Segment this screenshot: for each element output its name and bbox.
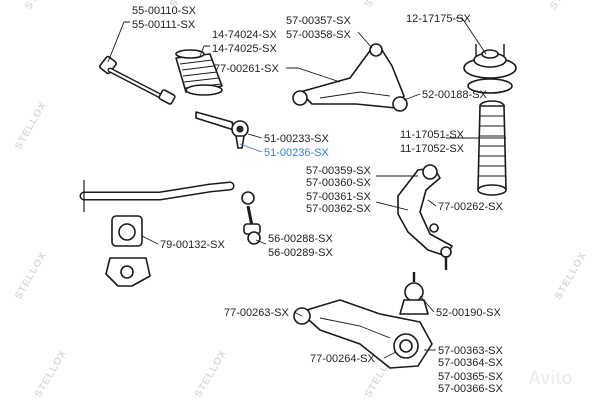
watermark-brand-3: STELLOX xyxy=(363,0,399,10)
label-57-00357: 57-00357-SX xyxy=(286,15,351,27)
label-11-17051: 11-17051-SX xyxy=(400,129,465,141)
watermark-brand-6: STELLOX xyxy=(13,250,49,302)
label-57-00364: 57-00364-SX xyxy=(438,357,503,369)
label-52-00190: 52-00190-SX xyxy=(436,307,501,319)
rack-boot xyxy=(175,49,223,96)
label-14-74024: 14-74024-SX xyxy=(212,29,277,41)
label-57-00362: 57-00362-SX xyxy=(306,203,371,215)
watermark-brand-5: STELLOX xyxy=(13,100,49,152)
label-55-00110: 55-00110-SX xyxy=(132,5,197,17)
label-12-17175: 12-17175-SX xyxy=(406,13,471,25)
label-57-00360: 57-00360-SX xyxy=(306,177,371,189)
label-57-00365: 57-00365-SX xyxy=(438,371,503,383)
stabilizer-link xyxy=(241,191,261,245)
watermark-brand-1: STELLOX xyxy=(23,0,59,12)
label-57-00361: 57-00361-SX xyxy=(306,191,371,203)
strut-mount xyxy=(463,44,517,94)
watermark-brand-9: STELLOX xyxy=(193,348,229,400)
stabilizer-bushing xyxy=(105,215,151,287)
label-14-74025: 14-74025-SX xyxy=(212,43,277,55)
label-57-00366: 57-00366-SX xyxy=(438,383,503,395)
label-77-00261: 77-00261-SX xyxy=(214,63,279,75)
upper-control-arm xyxy=(292,43,408,112)
dust-boot xyxy=(477,100,507,196)
lower-ball-joint xyxy=(399,272,429,315)
watermark-brand-4: STELLOX xyxy=(548,0,584,12)
label-56-00288: 56-00288-SX xyxy=(268,233,333,245)
knuckle-arm xyxy=(397,164,453,270)
tie-rod-end xyxy=(195,111,249,149)
label-52-00188: 52-00188-SX xyxy=(422,89,487,101)
watermark-brand-7: STELLOX xyxy=(553,250,589,302)
label-56-00289: 56-00289-SX xyxy=(268,247,333,259)
label-51-00233: 51-00233-SX xyxy=(264,133,329,145)
stabilizer-bar xyxy=(79,180,235,212)
watermark-site: Avito xyxy=(528,368,572,388)
inner-tie-rod xyxy=(98,55,176,105)
label-77-00264: 77-00264-SX xyxy=(310,353,375,365)
label-57-00358: 57-00358-SX xyxy=(286,29,351,41)
label-57-00359: 57-00359-SX xyxy=(306,165,371,177)
lower-control-arm xyxy=(293,299,433,369)
label-77-00262: 77-00262-SX xyxy=(438,201,503,213)
label-57-00363: 57-00363-SX xyxy=(438,345,503,357)
label-77-00263: 77-00263-SX xyxy=(224,307,289,319)
label-51-00236: 51-00236-SX xyxy=(264,147,329,159)
leader-lines xyxy=(107,17,506,359)
label-79-00132: 79-00132-SX xyxy=(160,239,225,251)
watermark-brand-8: STELLOX xyxy=(33,348,69,400)
label-11-17052: 11-17052-SX xyxy=(400,143,465,155)
label-55-00111: 55-00111-SX xyxy=(132,19,196,31)
part-labels: 55-00110-SX 55-00111-SX 14-74024-SX 14-7… xyxy=(132,5,503,395)
